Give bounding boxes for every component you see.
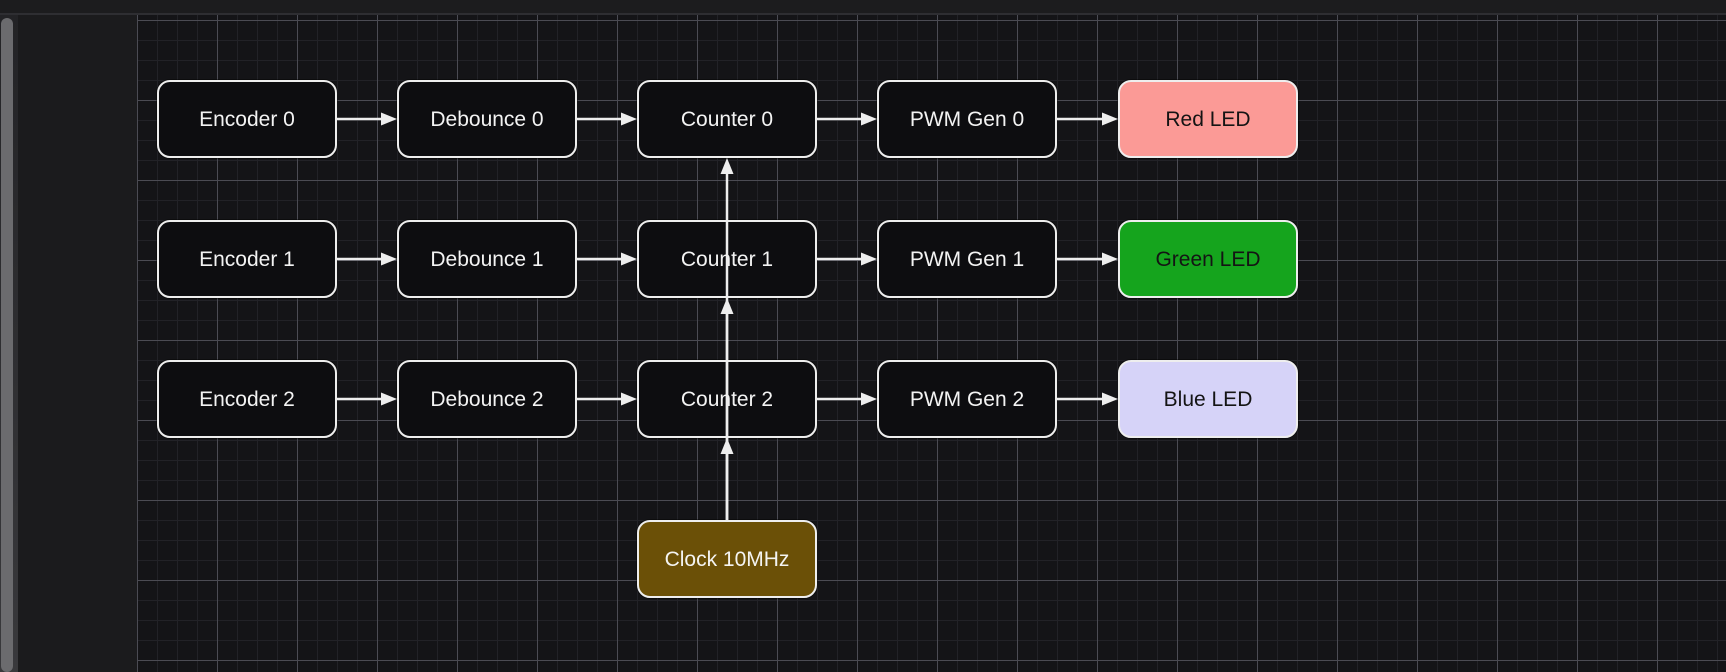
- node-pwm1[interactable]: PWM Gen 1: [877, 220, 1057, 298]
- node-label: Counter 2: [680, 387, 774, 411]
- node-label: PWM Gen 2: [909, 387, 1025, 411]
- node-counter1[interactable]: Counter 1: [637, 220, 817, 298]
- node-debounce2[interactable]: Debounce 2: [397, 360, 577, 438]
- node-label: PWM Gen 0: [909, 107, 1025, 131]
- node-label: Green LED: [1155, 247, 1261, 271]
- node-label: Encoder 0: [199, 107, 295, 131]
- node-label: Debounce 0: [430, 107, 544, 131]
- node-encoder1[interactable]: Encoder 1: [157, 220, 337, 298]
- node-pwm0[interactable]: PWM Gen 0: [877, 80, 1057, 158]
- node-label: Encoder 1: [199, 247, 295, 271]
- node-counter2[interactable]: Counter 2: [637, 360, 817, 438]
- node-label: Blue LED: [1163, 387, 1253, 411]
- top-bar: [0, 0, 1726, 15]
- node-red-led[interactable]: Red LED: [1118, 80, 1298, 158]
- node-label: Debounce 1: [430, 247, 544, 271]
- node-layer: Encoder 0 Debounce 0 Counter 0 PWM Gen 0 Red…: [137, 15, 1726, 672]
- node-pwm2[interactable]: PWM Gen 2: [877, 360, 1057, 438]
- node-green-led[interactable]: Green LED: [1118, 220, 1298, 298]
- node-label: Debounce 2: [430, 387, 544, 411]
- node-debounce0[interactable]: Debounce 0: [397, 80, 577, 158]
- left-scrollbar-thumb[interactable]: [1, 18, 13, 672]
- left-panel: [18, 15, 137, 672]
- node-encoder2[interactable]: Encoder 2: [157, 360, 337, 438]
- node-counter0[interactable]: Counter 0: [637, 80, 817, 158]
- node-label: Clock 10MHz: [664, 547, 790, 571]
- diagram-canvas[interactable]: Encoder 0 Debounce 0 Counter 0 PWM Gen 0 Red…: [137, 15, 1726, 672]
- node-clock[interactable]: Clock 10MHz: [637, 520, 817, 598]
- left-scrollbar-track[interactable]: [0, 15, 18, 672]
- node-blue-led[interactable]: Blue LED: [1118, 360, 1298, 438]
- node-debounce1[interactable]: Debounce 1: [397, 220, 577, 298]
- node-encoder0[interactable]: Encoder 0: [157, 80, 337, 158]
- node-label: Counter 0: [680, 107, 774, 131]
- node-label: Red LED: [1165, 107, 1251, 131]
- node-label: PWM Gen 1: [909, 247, 1025, 271]
- node-label: Encoder 2: [199, 387, 295, 411]
- node-label: Counter 1: [680, 247, 774, 271]
